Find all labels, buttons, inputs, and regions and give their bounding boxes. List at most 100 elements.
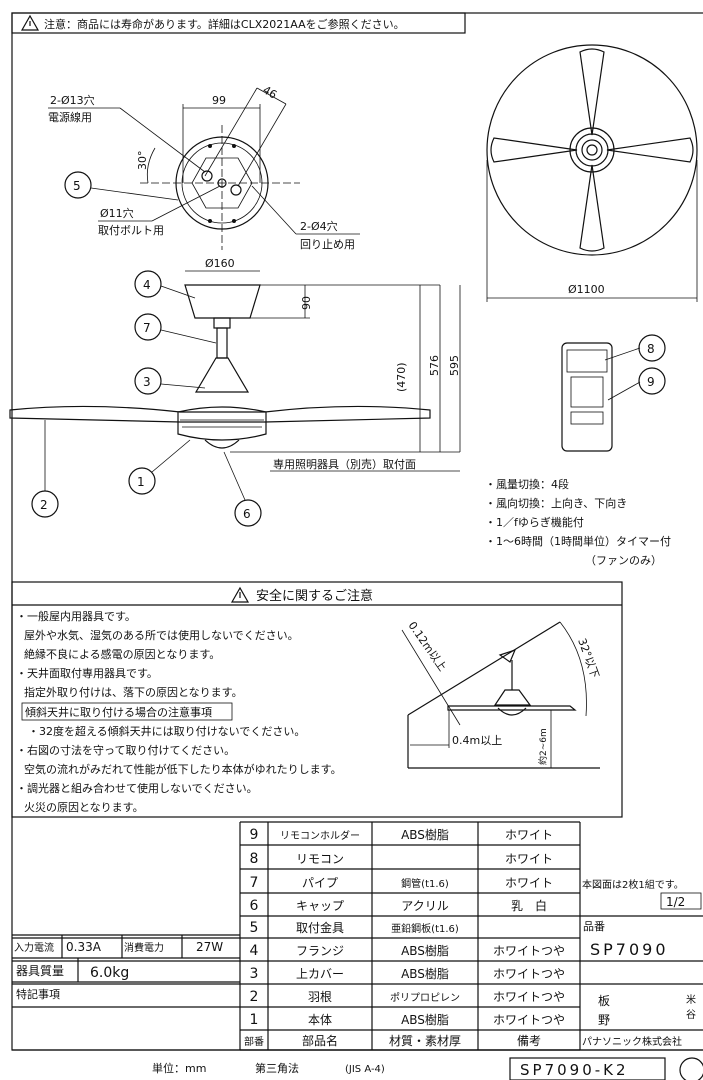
sheet-number: 1/2 — [666, 895, 685, 909]
svg-text:・天井面取付専用器具です。: ・天井面取付専用器具です。 — [16, 666, 158, 680]
svg-text:7: 7 — [143, 321, 151, 335]
notice-bar: 注意：商品には寿命があります。詳細はCLX2021AAをご参照ください。 — [11, 12, 466, 34]
angle-label: 32°以下 — [575, 637, 601, 680]
standard-label: (JIS A-4) — [345, 1064, 385, 1075]
power-label: 消費電力 — [124, 941, 164, 954]
callout-2: 2 — [31, 420, 59, 518]
part-name: キャップ — [296, 899, 344, 913]
part-material: ABS樹脂 — [401, 827, 449, 842]
notice-text: 注意：商品には寿命があります。詳細はCLX2021AAをご参照ください。 — [44, 17, 405, 31]
remote-control-drawing — [561, 342, 641, 452]
svg-text:2: 2 — [40, 498, 48, 512]
header-part-name: 部品名 — [302, 1033, 338, 1048]
mass-label: 器具質量 — [16, 963, 64, 978]
part-number: 2 — [250, 989, 259, 1005]
part-remarks: ホワイト — [505, 852, 553, 866]
warning-icon — [20, 14, 40, 31]
part-name: リモコンホルダー — [280, 829, 360, 842]
part-name: 上カバー — [296, 967, 344, 981]
current-value: 0.33A — [66, 940, 102, 954]
drawn-by-1: 板 — [598, 994, 610, 1008]
fan-side-view: Ø160 90 (470) 576 595 専用照明器具（別売）取付面 — [9, 257, 461, 472]
svg-text:・風量切換：4段: ・風量切換：4段 — [485, 477, 569, 491]
part-number: 7 — [250, 875, 259, 891]
svg-text:絶縁不良による感電の原因となります。: 絶縁不良による感電の原因となります。 — [24, 647, 220, 661]
lighting-mount-label: 専用照明器具（別売）取付面 — [273, 458, 416, 471]
svg-text:・一般屋内用器具です。: ・一般屋内用器具です。 — [16, 609, 136, 623]
hole13-label: 2-Ø13穴 — [50, 93, 95, 107]
svg-text:3: 3 — [143, 375, 151, 389]
svg-text:1: 1 — [137, 475, 145, 489]
dim-1100: Ø1100 — [568, 283, 605, 296]
svg-text:・右図の寸法を守って取り付けてください。: ・右図の寸法を守って取り付けてください。 — [16, 743, 235, 757]
dim-595: 595 — [448, 355, 461, 376]
svg-text:指定外取り付けは、落下の原因となります。: 指定外取り付けは、落下の原因となります。 — [24, 685, 243, 699]
dim-470: (470) — [395, 362, 408, 392]
svg-text:傾斜天井に取り付ける場合の注意事項: 傾斜天井に取り付ける場合の注意事項 — [25, 705, 212, 719]
angle-30: 30° — [136, 151, 149, 171]
callout-7: 7 — [134, 313, 217, 344]
part-name: フランジ — [296, 944, 344, 958]
part-number: 1 — [250, 1012, 259, 1028]
svg-text:・1／fゆらぎ機能付: ・1／fゆらぎ機能付 — [485, 515, 584, 529]
drawn-by-2: 野 — [598, 1013, 610, 1027]
svg-text:火災の原因となります。: 火災の原因となります。 — [24, 801, 144, 814]
dim-160: Ø160 — [205, 257, 235, 270]
drawing-frame — [11, 12, 703, 1051]
mounting-plate-view: 99 46 30° 2-Ø13穴 電源線用 Ø11穴 取付ボルト用 2-Ø4穴 … — [48, 83, 360, 251]
sloped-ceiling-diagram: 0.4m以上 約2~6m 0.12m以上 32°以下 — [401, 619, 602, 769]
svg-text:・風向切換：上向き、下向き: ・風向切換：上向き、下向き — [485, 496, 627, 510]
dim-576: 576 — [428, 355, 441, 376]
safety-notes: 安全に関するご注意 ・一般屋内用器具です。 屋外や水気、湿気のある所では使用しな… — [11, 581, 623, 818]
callout-4: 4 — [134, 270, 196, 299]
dim-90: 90 — [300, 296, 313, 310]
part-remarks: ホワイトつや — [493, 944, 565, 958]
part-material: ポリプロピレン — [390, 992, 460, 1004]
special-notes-label: 特記事項 — [16, 987, 60, 1001]
svg-text:8: 8 — [647, 342, 655, 356]
fan-top-view: Ø1100 — [486, 44, 698, 302]
part-number: 6 — [250, 898, 259, 914]
part-remarks: ホワイトつや — [493, 1013, 565, 1027]
part-number: 3 — [250, 966, 259, 982]
svg-text:・1～6時間（1時間単位）タイマー付: ・1～6時間（1時間単位）タイマー付 — [485, 534, 671, 548]
part-name: 本体 — [308, 1013, 332, 1027]
svg-text:（ファンのみ）: （ファンのみ） — [585, 554, 662, 567]
warning-icon — [230, 586, 250, 603]
part-name: リモコン — [296, 852, 344, 866]
hole4-use: 回り止め用 — [300, 238, 355, 251]
hole13-use: 電源線用 — [48, 110, 92, 124]
company-name: パナソニック株式会社 — [582, 1035, 682, 1048]
wall-distance-label: 0.4m以上 — [452, 734, 502, 747]
callout-3: 3 — [134, 367, 206, 395]
part-number: 4 — [250, 943, 259, 959]
callout-1: 1 — [128, 439, 191, 495]
dim-99: 99 — [212, 94, 226, 107]
safety-title: 安全に関するご注意 — [256, 588, 373, 604]
callout-5: 5 — [64, 171, 179, 201]
hole4-label: 2-Ø4穴 — [300, 219, 338, 233]
callout-6: 6 — [223, 451, 262, 527]
header-material: 材質・素材厚 — [389, 1033, 461, 1048]
product-label: 品番 — [583, 920, 605, 933]
part-remarks: ホワイトつや — [493, 967, 565, 981]
svg-text:空気の流れがみだれて性能が低下したり本体がゆれたりします。: 空気の流れがみだれて性能が低下したり本体がゆれたりします。 — [24, 762, 342, 776]
unit-label: 単位：mm — [152, 1061, 206, 1075]
header-part-number: 部番 — [244, 1035, 264, 1048]
part-remarks: ホワイト — [505, 876, 553, 890]
callout-8: 8 — [638, 334, 666, 362]
part-material: ABS樹脂 — [401, 1012, 449, 1027]
feature-list: ・風量切換：4段 ・風向切換：上向き、下向き ・1／fゆらぎ機能付 ・1～6時間… — [485, 477, 671, 567]
part-remarks: ホワイト — [505, 828, 553, 842]
sheet-note: 本図面は2枚1組です。 — [582, 878, 684, 891]
svg-text:・32度を超える傾斜天井には取り付けないでください。: ・32度を超える傾斜天井には取り付けないでください。 — [28, 724, 305, 738]
part-material: アクリル — [401, 899, 448, 913]
revision-circle — [679, 1057, 703, 1080]
part-number: 5 — [250, 920, 259, 936]
spec-block: 入力電流 0.33A 消費電力 27W 器具質量 6.0kg 特記事項 — [12, 934, 240, 1001]
svg-text:・調光器と組み合わせて使用しないでください。: ・調光器と組み合わせて使用しないでください。 — [16, 781, 258, 795]
footer: 単位：mm 第三角法 (JIS A-4) SP7090-K2 — [152, 1057, 703, 1080]
part-number: 8 — [250, 851, 259, 867]
